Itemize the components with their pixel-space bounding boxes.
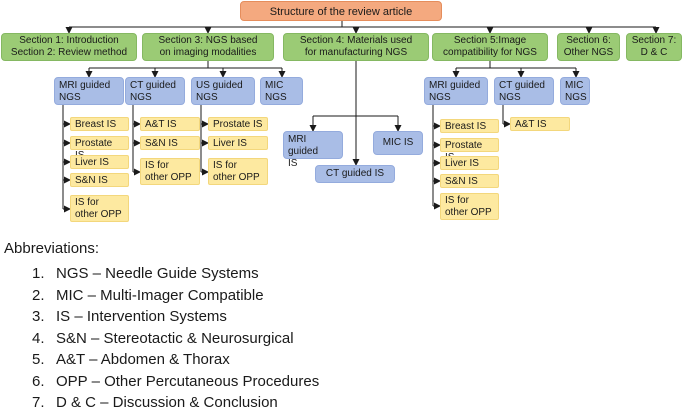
- abbreviation-text: NGS – Needle Guide Systems: [56, 265, 259, 282]
- s5-mic-ngs: MIC NGS: [560, 77, 590, 105]
- abbreviation-number: 2.: [32, 286, 45, 304]
- abbreviation-text: OPP – Other Percutaneous Procedures: [56, 372, 320, 390]
- abbreviation-number: 3.: [32, 308, 45, 325]
- section-4-node: Section 4: Materials used for manufactur…: [283, 33, 429, 61]
- abbreviations-title: Abbreviations:: [4, 240, 100, 257]
- s3-us-leaf: IS for other OPP: [208, 158, 268, 185]
- s3-mri-leaf: Breast IS: [70, 117, 129, 131]
- abbreviation-text: S&N – Stereotactic & Neurosurgical: [56, 329, 294, 347]
- abbreviations-section: Abbreviations: 1. NGS – Needle Guide Syst…: [0, 232, 685, 419]
- s3-us-leaf: Liver IS: [208, 136, 268, 150]
- abbreviation-number: 7.: [32, 394, 45, 411]
- s3-ct-guided-ngs: CT guided NGS: [125, 77, 185, 105]
- s5-mri-guided-ngs: MRI guided NGS: [424, 77, 488, 105]
- s4-ct-guided-is: CT guided IS: [315, 165, 395, 183]
- section-7-node: Section 7: D & C: [626, 33, 682, 61]
- s5-mri-leaf: Liver IS: [440, 156, 499, 170]
- section-6-node: Section 6: Other NGS: [557, 33, 620, 61]
- review-structure-diagram: Structure of the review article Section …: [1, 1, 682, 222]
- abbreviation-item: 1. NGS – Needle Guide Systems: [32, 263, 319, 285]
- abbreviation-item: 4. S&N – Stereotactic & Neurosurgical: [32, 328, 319, 350]
- s3-mri-leaf: S&N IS: [70, 173, 129, 187]
- s3-ct-leaf: A&T IS: [140, 117, 200, 131]
- s3-ct-leaf: IS for other OPP: [140, 158, 200, 185]
- root-node: Structure of the review article: [240, 1, 442, 21]
- s3-mic-ngs: MIC NGS: [260, 77, 303, 105]
- abbreviation-number: 5.: [32, 351, 45, 368]
- abbreviation-item: 7. D & C – Discussion & Conclusion: [32, 392, 319, 414]
- s5-ct-guided-ngs: CT guided NGS: [494, 77, 554, 105]
- abbreviation-text: D & C – Discussion & Conclusion: [56, 394, 278, 411]
- abbreviation-number: 4.: [32, 329, 45, 347]
- abbreviation-item: 6. OPP – Other Percutaneous Procedures: [32, 371, 319, 393]
- s5-mri-leaf: S&N IS: [440, 174, 499, 188]
- s3-mri-leaf: IS for other OPP: [70, 195, 129, 222]
- abbreviation-number: 1.: [32, 265, 45, 282]
- abbreviation-number: 6.: [32, 372, 45, 390]
- s3-us-guided-ngs: US guided NGS: [191, 77, 255, 105]
- abbreviation-text: IS – Intervention Systems: [56, 308, 227, 325]
- section-3-node: Section 3: NGS based on imaging modaliti…: [142, 33, 274, 61]
- s4-mic-is: MIC IS: [373, 131, 423, 155]
- s5-mri-leaf: Breast IS: [440, 119, 499, 133]
- abbreviations-list: 1. NGS – Needle Guide Systems 2. MIC – Mult…: [32, 263, 319, 414]
- section-1-2-node: Section 1: Introduction Section 2: Revie…: [1, 33, 137, 61]
- s3-mri-leaf: Liver IS: [70, 155, 129, 169]
- s3-mri-guided-ngs: MRI guided NGS: [54, 77, 124, 105]
- connector-lines: [62, 21, 660, 213]
- s4-mri-guided-is: MRI guided IS: [283, 131, 343, 169]
- s5-mri-leaf: Prostate IS: [440, 138, 499, 163]
- s3-ct-leaf: S&N IS: [140, 136, 200, 150]
- abbreviation-text: MIC – Multi-Imager Compatible: [56, 286, 264, 304]
- s3-us-leaf: Prostate IS: [208, 117, 268, 131]
- section-5-node: Section 5:Image compatibility for NGS: [432, 33, 548, 61]
- abbreviation-item: 3. IS – Intervention Systems: [32, 306, 319, 328]
- s5-mri-leaf: IS for other OPP: [440, 193, 499, 220]
- s5-ct-leaf: A&T IS: [510, 117, 570, 131]
- abbreviation-item: 2. MIC – Multi-Imager Compatible: [32, 285, 319, 307]
- abbreviation-text: A&T – Abdomen & Thorax: [56, 351, 230, 368]
- s3-mri-leaf: Prostate IS: [70, 136, 129, 161]
- abbreviation-item: 5. A&T – Abdomen & Thorax: [32, 349, 319, 371]
